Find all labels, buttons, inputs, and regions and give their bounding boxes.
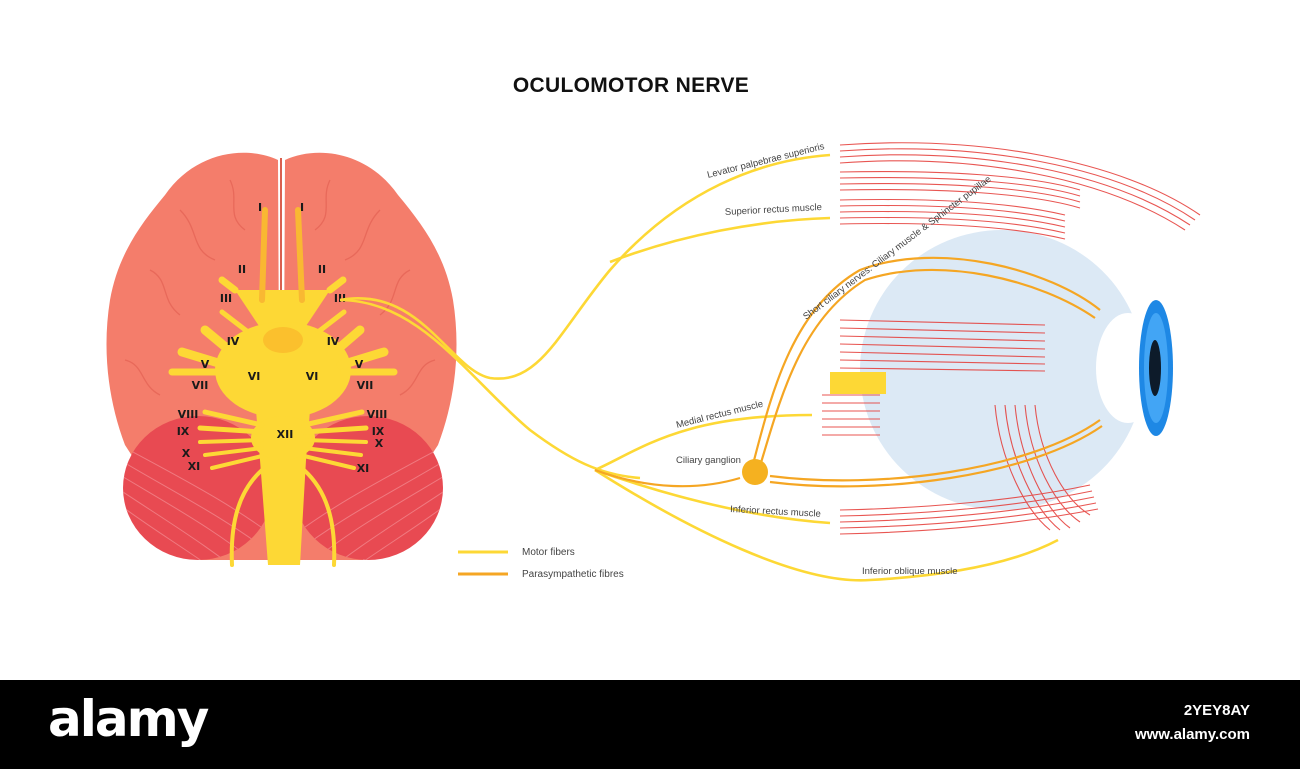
diagram-title: OCULOMOTOR NERVE [512,74,750,97]
image-id: 2YEY8AY [1183,702,1250,719]
brain: I II III IV V VI VII VIII IX X XI I II I… [106,152,457,567]
cn-right-vi: VI [306,370,319,383]
cranial-nerve-roots [168,207,398,567]
cn-left-iv: IV [227,335,240,348]
extraocular-muscles [822,142,1201,535]
parasympathetic-fibers [594,256,1103,488]
levator-muscle [839,142,1201,231]
cn-left-viii: VIII [178,408,199,421]
label-superior-rectus: Superior rectus muscle [725,202,823,218]
brand-logo: alamy [48,690,209,748]
cranial-nerve-labels-right: I II III IV V VI VII VIII IX X XI [300,201,387,475]
watermark-footer [0,680,1300,769]
ciliary-ganglion [742,459,768,485]
legend: Motor fibers Parasympathetic fibres [458,547,624,580]
cn-right-i: I [300,201,304,214]
medial-rectus-muscle [822,394,880,436]
cn-left-ix: IX [177,425,190,438]
cn-right-vii: VII [357,379,374,392]
brainstem [215,290,351,565]
cn-right-ix: IX [372,425,385,438]
trochlea-block [830,372,886,394]
cn-right-iv: IV [327,335,340,348]
legend-parasympathetic-label: Parasympathetic fibres [522,569,624,580]
pupil [1149,340,1161,396]
cranial-nerve-labels-left: I II III IV V VI VII VIII IX X XI [177,201,262,473]
brain-gyri [124,179,436,396]
oculomotor-diagram: I II III IV V VI VII VIII IX X XI I II I… [106,141,1201,582]
inferior-rectus-muscle [839,484,1099,535]
cn-xii: XII [277,428,294,441]
cn-right-ii: II [318,263,326,276]
inferior-oblique-muscle [994,404,1091,531]
cn-left-v: V [201,358,210,371]
label-inferior-oblique: Inferior oblique muscle [862,566,958,577]
legend-motor-label: Motor fibers [522,547,575,558]
cn-right-xi: XI [357,462,370,475]
label-medial-rectus: Medial rectus muscle [675,399,764,431]
cn-left-x: X [182,447,191,460]
cn-left-xi: XI [188,460,201,473]
label-levator: Levator palpebrae superioris [706,141,826,181]
cn-left-vii: VII [192,379,209,392]
superior-rectus-muscle [839,198,1066,240]
cn-right-iii: III [334,292,346,305]
cn-right-x: X [375,437,384,450]
site-url: www.alamy.com [1134,726,1250,743]
cn-left-vi: VI [248,370,261,383]
cn-left-iii: III [220,292,232,305]
cn-right-viii: VIII [367,408,388,421]
lateral-rectus-muscle [839,319,1046,372]
label-ciliary-ganglion: Ciliary ganglion [676,455,741,466]
label-inferior-rectus: Inferior rectus muscle [730,504,821,520]
cn-left-ii: II [238,263,246,276]
cn-left-i: I [258,201,262,214]
cn-right-v: V [355,358,364,371]
superior-oblique-muscle [839,171,1081,209]
diagram-canvas: I II III IV V VI VII VIII IX X XI I II I… [106,141,1201,582]
motor-fibers [339,153,1059,582]
